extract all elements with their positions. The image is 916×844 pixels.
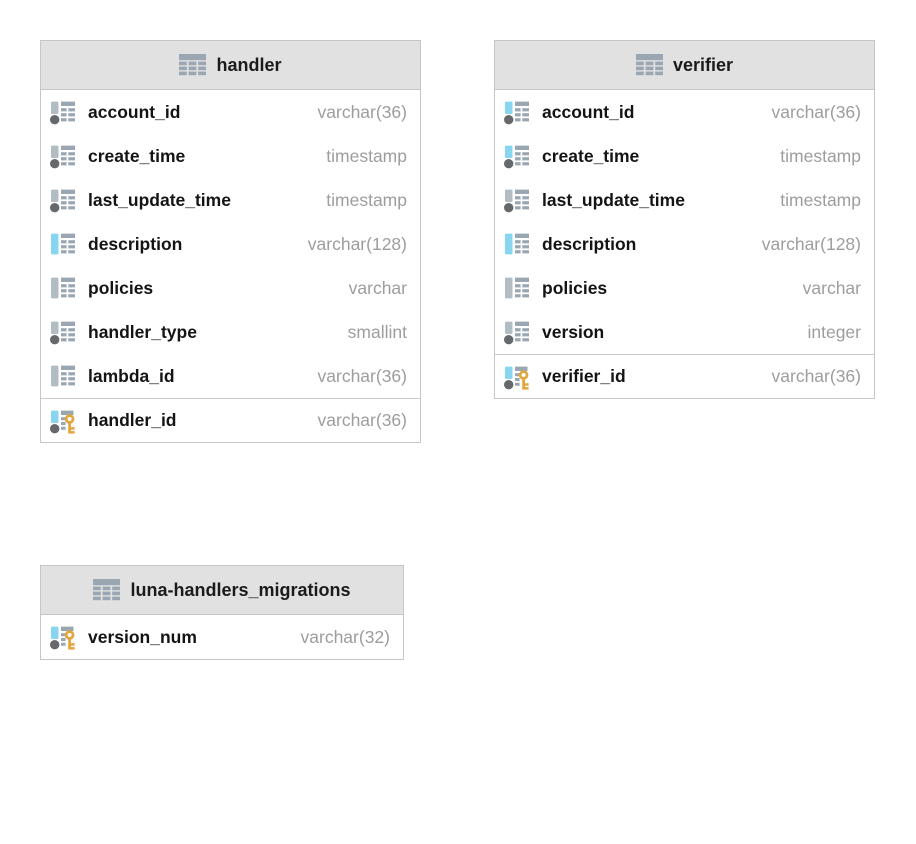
column-row[interactable]: lambda_id varchar(36) — [41, 354, 420, 398]
table-title: verifier — [672, 54, 734, 75]
column-row[interactable]: description varchar(128) — [495, 222, 874, 266]
column-row[interactable]: account_id varchar(36) — [495, 90, 874, 134]
column-name: description — [542, 233, 637, 254]
table-header[interactable]: luna-handlers_migrations — [41, 566, 403, 615]
column-name: handler_type — [88, 321, 197, 342]
column-name: account_id — [88, 101, 181, 122]
column-icon-gray-dot — [50, 187, 76, 213]
primary-key-icon — [504, 364, 530, 390]
column-row[interactable]: verifier_id varchar(36) — [495, 354, 874, 398]
column-icon-gray-dot — [504, 187, 530, 213]
column-icon-gray-dot — [50, 99, 76, 125]
column-row[interactable]: account_id varchar(36) — [41, 90, 420, 134]
table-header[interactable]: verifier — [495, 41, 874, 90]
column-type: smallint — [347, 321, 407, 342]
column-row[interactable]: create_time timestamp — [495, 134, 874, 178]
table-node-handler[interactable]: handler account_id varchar(36) create_time… — [40, 40, 421, 443]
column-icon-gray — [50, 275, 76, 301]
column-icon-gray-dot — [504, 319, 530, 345]
column-name: last_update_time — [542, 189, 685, 210]
column-type: varchar(128) — [761, 233, 861, 254]
column-icon-blue-dot — [504, 99, 530, 125]
column-list: account_id varchar(36) create_time timestam… — [41, 90, 420, 442]
column-name: verifier_id — [542, 366, 626, 386]
column-icon-gray-dot — [50, 143, 76, 169]
column-name: policies — [542, 277, 608, 298]
column-type: varchar — [802, 277, 861, 298]
column-icon-blue — [504, 231, 530, 257]
column-type: timestamp — [780, 145, 861, 166]
table-header[interactable]: handler — [41, 41, 420, 90]
column-type: varchar(36) — [771, 366, 861, 386]
column-type: timestamp — [780, 189, 861, 210]
column-type: timestamp — [326, 145, 407, 166]
column-name: create_time — [88, 145, 186, 166]
primary-key-icon — [50, 408, 76, 434]
column-row[interactable]: version integer — [495, 310, 874, 354]
column-name: handler_id — [88, 410, 177, 430]
column-type: varchar(36) — [317, 410, 407, 430]
column-icon-blue — [50, 231, 76, 257]
column-type: varchar(32) — [300, 626, 390, 647]
table-title: handler — [216, 54, 282, 75]
column-name: description — [88, 233, 183, 254]
column-row[interactable]: create_time timestamp — [41, 134, 420, 178]
column-icon-gray — [50, 363, 76, 389]
column-row[interactable]: policies varchar — [495, 266, 874, 310]
column-name: account_id — [542, 101, 635, 122]
column-list: account_id varchar(36) create_time timestam… — [495, 90, 874, 398]
column-name: version_num — [88, 626, 197, 647]
column-icon-gray — [504, 275, 530, 301]
column-type: varchar(36) — [771, 101, 861, 122]
column-row[interactable]: last_update_time timestamp — [41, 178, 420, 222]
table-icon — [635, 54, 663, 76]
column-name: create_time — [542, 145, 640, 166]
column-type: varchar(128) — [307, 233, 407, 254]
column-name: policies — [88, 277, 154, 298]
table-node-verifier[interactable]: verifier account_id varchar(36) create_tim… — [494, 40, 875, 399]
column-list: version_num varchar(32) — [41, 615, 403, 659]
column-type: timestamp — [326, 189, 407, 210]
table-icon — [93, 579, 121, 601]
column-name: lambda_id — [88, 365, 175, 386]
column-type: varchar — [348, 277, 407, 298]
column-icon-gray-dot — [50, 319, 76, 345]
column-row[interactable]: policies varchar — [41, 266, 420, 310]
column-row[interactable]: version_num varchar(32) — [41, 615, 403, 659]
column-row[interactable]: last_update_time timestamp — [495, 178, 874, 222]
column-type: varchar(36) — [317, 101, 407, 122]
table-icon — [179, 54, 207, 76]
column-icon-blue-dot — [504, 143, 530, 169]
column-type: varchar(36) — [317, 365, 407, 386]
column-name: last_update_time — [88, 189, 231, 210]
column-row[interactable]: handler_type smallint — [41, 310, 420, 354]
column-row[interactable]: handler_id varchar(36) — [41, 398, 420, 442]
column-row[interactable]: description varchar(128) — [41, 222, 420, 266]
table-title: luna-handlers_migrations — [130, 579, 351, 600]
column-name: version — [542, 321, 605, 342]
table-node-luna-handlers-migrations[interactable]: luna-handlers_migrations version_num varc… — [40, 565, 404, 660]
primary-key-icon — [50, 624, 76, 650]
column-type: integer — [807, 321, 861, 342]
